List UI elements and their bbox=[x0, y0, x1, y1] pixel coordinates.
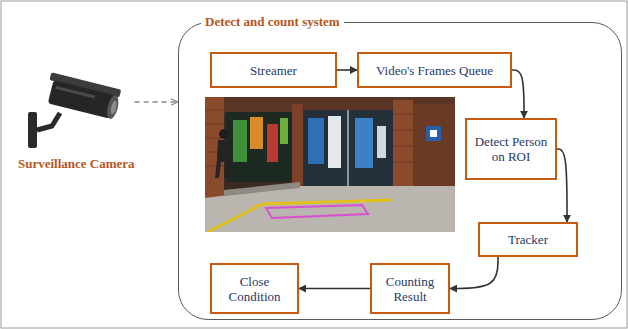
process-box: Streamer bbox=[210, 52, 337, 88]
box-label: Close Condition bbox=[218, 274, 291, 304]
box-label: Streamer bbox=[250, 63, 297, 78]
process-box: Counting Result bbox=[370, 263, 450, 314]
flow-arrow bbox=[337, 69, 357, 71]
process-box: Tracker bbox=[478, 222, 578, 257]
box-label: Counting Result bbox=[378, 274, 442, 304]
camera-node: Surveillance Camera bbox=[18, 80, 135, 172]
heading-label: Surveillance Camera bbox=[18, 156, 135, 172]
flow-arrow bbox=[299, 288, 370, 290]
flow-arrow bbox=[450, 257, 498, 289]
box-label: Detect Person on ROI bbox=[473, 134, 549, 164]
camera-icon bbox=[28, 72, 122, 148]
dashed-arrow bbox=[135, 101, 178, 103]
system-boundary: Detect and count systemStreamerVideo's F… bbox=[178, 22, 622, 320]
box-label: Tracker bbox=[508, 232, 548, 247]
box-label: Video's Frames Queue bbox=[376, 63, 493, 78]
process-box: Video's Frames Queue bbox=[357, 52, 512, 88]
process-box: Close Condition bbox=[210, 263, 299, 314]
heading-label: Detect and count system bbox=[201, 13, 344, 31]
flow-arrow bbox=[512, 70, 524, 118]
storefront-photo bbox=[205, 97, 455, 232]
flow-arrow bbox=[557, 149, 567, 222]
process-box: Detect Person on ROI bbox=[465, 118, 557, 180]
